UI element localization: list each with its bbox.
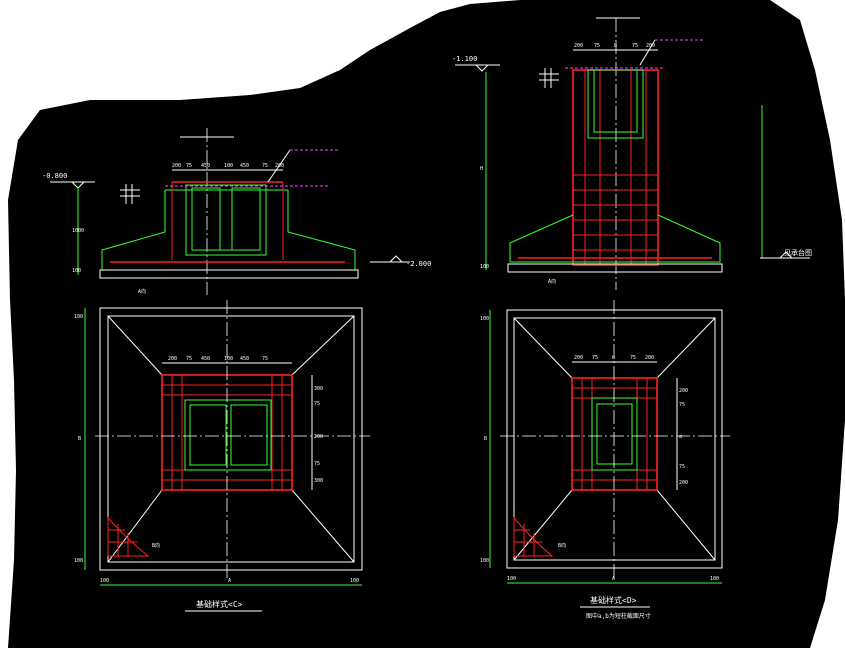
subtitle-section-d: 图中a,b为短柱截面尺寸	[586, 612, 651, 620]
bar-label-c-a: A向	[138, 288, 146, 295]
dim-top-c-3: 100	[224, 163, 233, 169]
plan-left-d-1: B	[484, 436, 487, 442]
plan-bottom-d-2: 100	[710, 576, 719, 582]
dim-plan-c-2: 450	[201, 356, 210, 362]
dim-top-c-5: 75	[262, 163, 268, 169]
dim-plan-d-1: 75	[592, 355, 598, 361]
corner-rebar-detail-c	[107, 516, 150, 557]
title-section-c: 基础样式<C>	[196, 599, 243, 609]
dim-plan-c-4: 450	[240, 356, 249, 362]
plan-left-c-1: B	[78, 436, 81, 442]
dim-plan-c-0: 200	[168, 356, 177, 362]
dim-top-d-4: 200	[646, 43, 655, 49]
title-section-d: 基础样式<D>	[590, 595, 637, 605]
section-d-plan: 200 75 b 75 200 200 75 a 75 200 100 B 10…	[480, 300, 730, 584]
dim-plan-c-1: 75	[186, 356, 192, 362]
plan-left-d-2: 100	[480, 558, 489, 564]
dim-height-d: H	[480, 166, 483, 172]
plan-left-c-0: 100	[74, 314, 83, 320]
dim-height-c: 1000	[72, 228, 84, 234]
bar-label-d-b: B向	[558, 542, 566, 549]
dim-plan-d-r3: 75	[679, 464, 685, 470]
plan-left-c-2: 100	[74, 558, 83, 564]
dim-plan-d-r1: 75	[679, 402, 685, 408]
plan-bottom-d-0: 100	[507, 576, 516, 582]
hatch-grid-icon	[539, 68, 559, 88]
dim-plan-d-r0: 200	[679, 388, 688, 394]
dim-top-d-3: 75	[632, 43, 638, 49]
dim-top-c-1: 75	[186, 163, 192, 169]
plan-bottom-c-2: 100	[350, 578, 359, 584]
hatch-grid-icon	[120, 184, 140, 204]
dim-plan-c-5: 75	[262, 356, 268, 362]
plan-bottom-c-1: A	[228, 578, 231, 584]
section-d-elevation: -1.100 H 100 见承台图 200 75 b 75 200 A向	[452, 17, 812, 290]
level-bottom-c: -2.000	[406, 260, 431, 268]
section-c-plan: 200 75 450 100 450 75 300 75 200 75 300 …	[74, 300, 370, 586]
dim-plan-c-r3: 75	[314, 461, 320, 467]
plan-left-d-0: 100	[480, 316, 489, 322]
dim-top-d-1: 75	[594, 43, 600, 49]
dim-plan-d-3: 75	[630, 355, 636, 361]
bar-label-d-a: A向	[548, 278, 556, 285]
dim-base-d: 100	[480, 264, 489, 270]
plan-bottom-d-1: A	[612, 576, 615, 582]
dim-plan-c-r1: 75	[314, 401, 320, 407]
drawing-backdrop	[8, 0, 845, 648]
dim-base-c: 100	[72, 268, 81, 274]
dim-plan-c-r2: 200	[314, 434, 323, 440]
level-right-d: 见承台图	[784, 248, 812, 257]
level-top-c: -0.800	[42, 172, 67, 180]
dim-plan-c-r0: 300	[314, 386, 323, 392]
plan-bottom-c-0: 100	[100, 578, 109, 584]
dim-plan-d-2: b	[612, 355, 615, 361]
dim-plan-d-0: 200	[574, 355, 583, 361]
dim-top-c-0: 200	[172, 163, 181, 169]
dim-plan-c-r4: 300	[314, 478, 323, 484]
bar-label-c-b: B向	[152, 542, 160, 549]
dim-plan-d-r2: a	[679, 434, 682, 440]
dim-plan-d-4: 200	[645, 355, 654, 361]
section-c-elevation: -0.800 1000 100 -2.000 200 75 450 100 45…	[42, 128, 431, 295]
corner-rebar-detail-d	[513, 516, 554, 557]
dim-top-d-2: b	[614, 43, 617, 49]
dim-plan-d-r4: 200	[679, 480, 688, 486]
dim-top-c-4: 450	[240, 163, 249, 169]
dim-top-c-2: 450	[201, 163, 210, 169]
dim-top-d-0: 200	[574, 43, 583, 49]
dim-plan-c-3: 100	[224, 356, 233, 362]
level-top-d: -1.100	[452, 55, 477, 63]
